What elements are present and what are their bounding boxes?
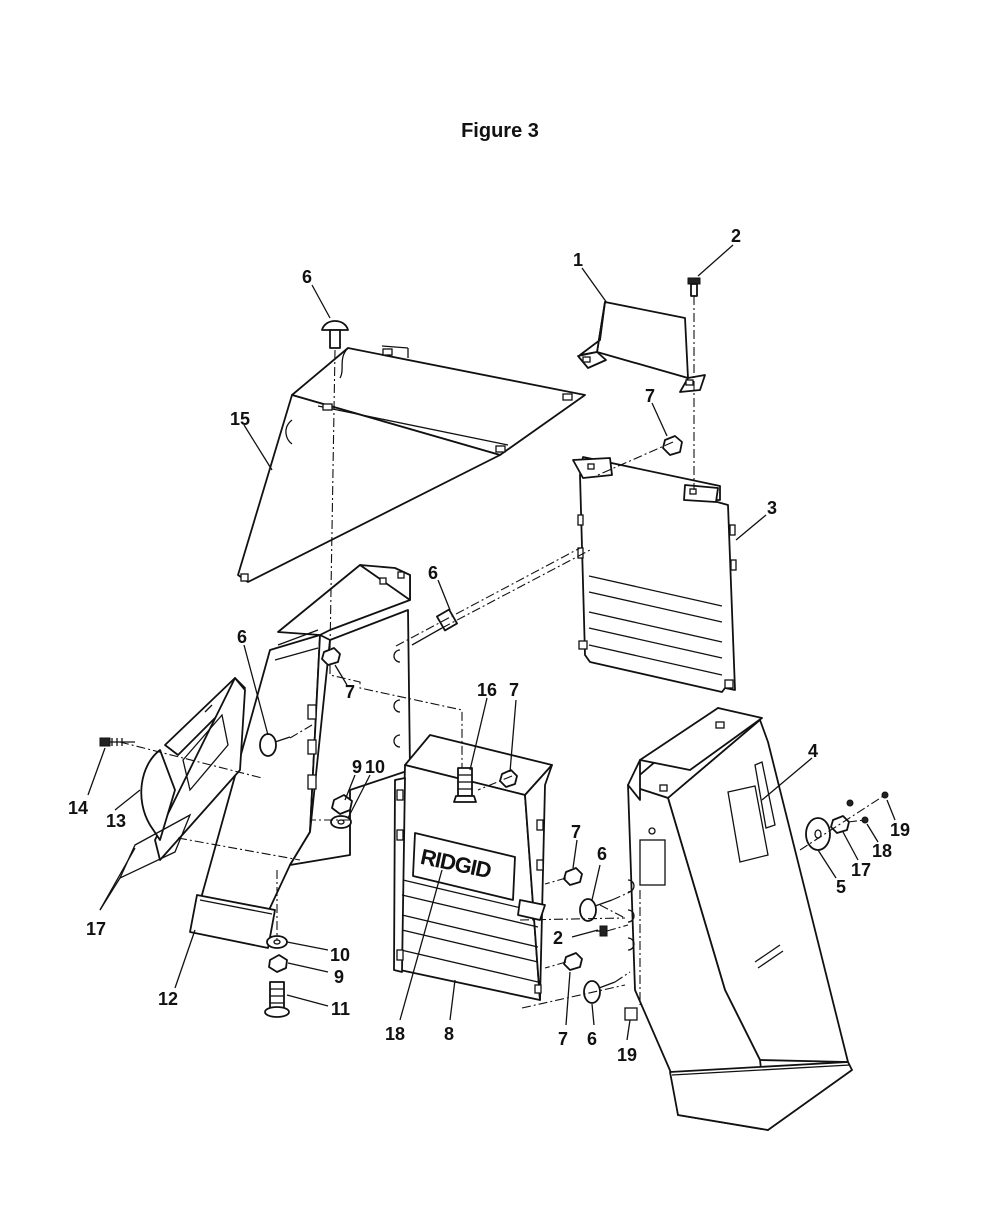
callout-15: 15: [230, 409, 250, 429]
callout-2: 2: [731, 226, 741, 246]
callout-1: 1: [573, 250, 583, 270]
callout-7: 7: [558, 1029, 568, 1049]
hardware: [259, 277, 889, 1021]
part-5-foot-pad: [805, 817, 831, 851]
callout-17: 17: [86, 919, 106, 939]
callout-14: 14: [68, 798, 88, 818]
callout-6: 6: [237, 627, 247, 647]
figure-title: Figure 3: [461, 120, 539, 142]
part-1-bracket: [577, 301, 706, 393]
callout-12: 12: [158, 989, 178, 1009]
assembly-lines: [119, 296, 886, 1009]
leader-lines: [87, 244, 896, 1041]
callout-9: 9: [334, 967, 344, 987]
part-4-right-leg: [627, 707, 853, 1131]
callout-18: 18: [872, 841, 892, 861]
callout-7: 7: [571, 822, 581, 842]
part-13-dust-port: [140, 677, 246, 861]
callout-6: 6: [302, 267, 312, 287]
callout-19: 19: [617, 1045, 637, 1065]
callout-6: 6: [597, 844, 607, 864]
callout-9: 9: [352, 757, 362, 777]
callout-18: 18: [385, 1024, 405, 1044]
part-14-screw: [99, 737, 135, 747]
callout-16: 16: [477, 680, 497, 700]
callout-6: 6: [587, 1029, 597, 1049]
callout-4: 4: [808, 741, 818, 761]
part-8-front-panel: RIDGID: [393, 734, 553, 1001]
callout-13: 13: [106, 811, 126, 831]
callout-8: 8: [444, 1024, 454, 1044]
callout-10: 10: [330, 945, 350, 965]
callout-19: 19: [890, 820, 910, 840]
part-12-left-leg: [189, 564, 411, 949]
callout-5: 5: [836, 877, 846, 897]
callout-11: 11: [331, 999, 350, 1019]
callout-6: 6: [428, 563, 438, 583]
callout-3: 3: [767, 498, 777, 518]
callout-7: 7: [645, 386, 655, 406]
part-3-back-panel: [572, 456, 737, 693]
callout-7: 7: [509, 680, 519, 700]
part-15-shelf: [237, 345, 586, 583]
callout-7: 7: [345, 682, 355, 702]
callout-2: 2: [553, 928, 563, 948]
callout-17: 17: [851, 860, 871, 880]
callout-10: 10: [365, 757, 385, 777]
callouts: 1 2 3 4 5 6 6 6 6 6 7 7 7 7 7 8 9 9 10 1…: [68, 226, 910, 1065]
